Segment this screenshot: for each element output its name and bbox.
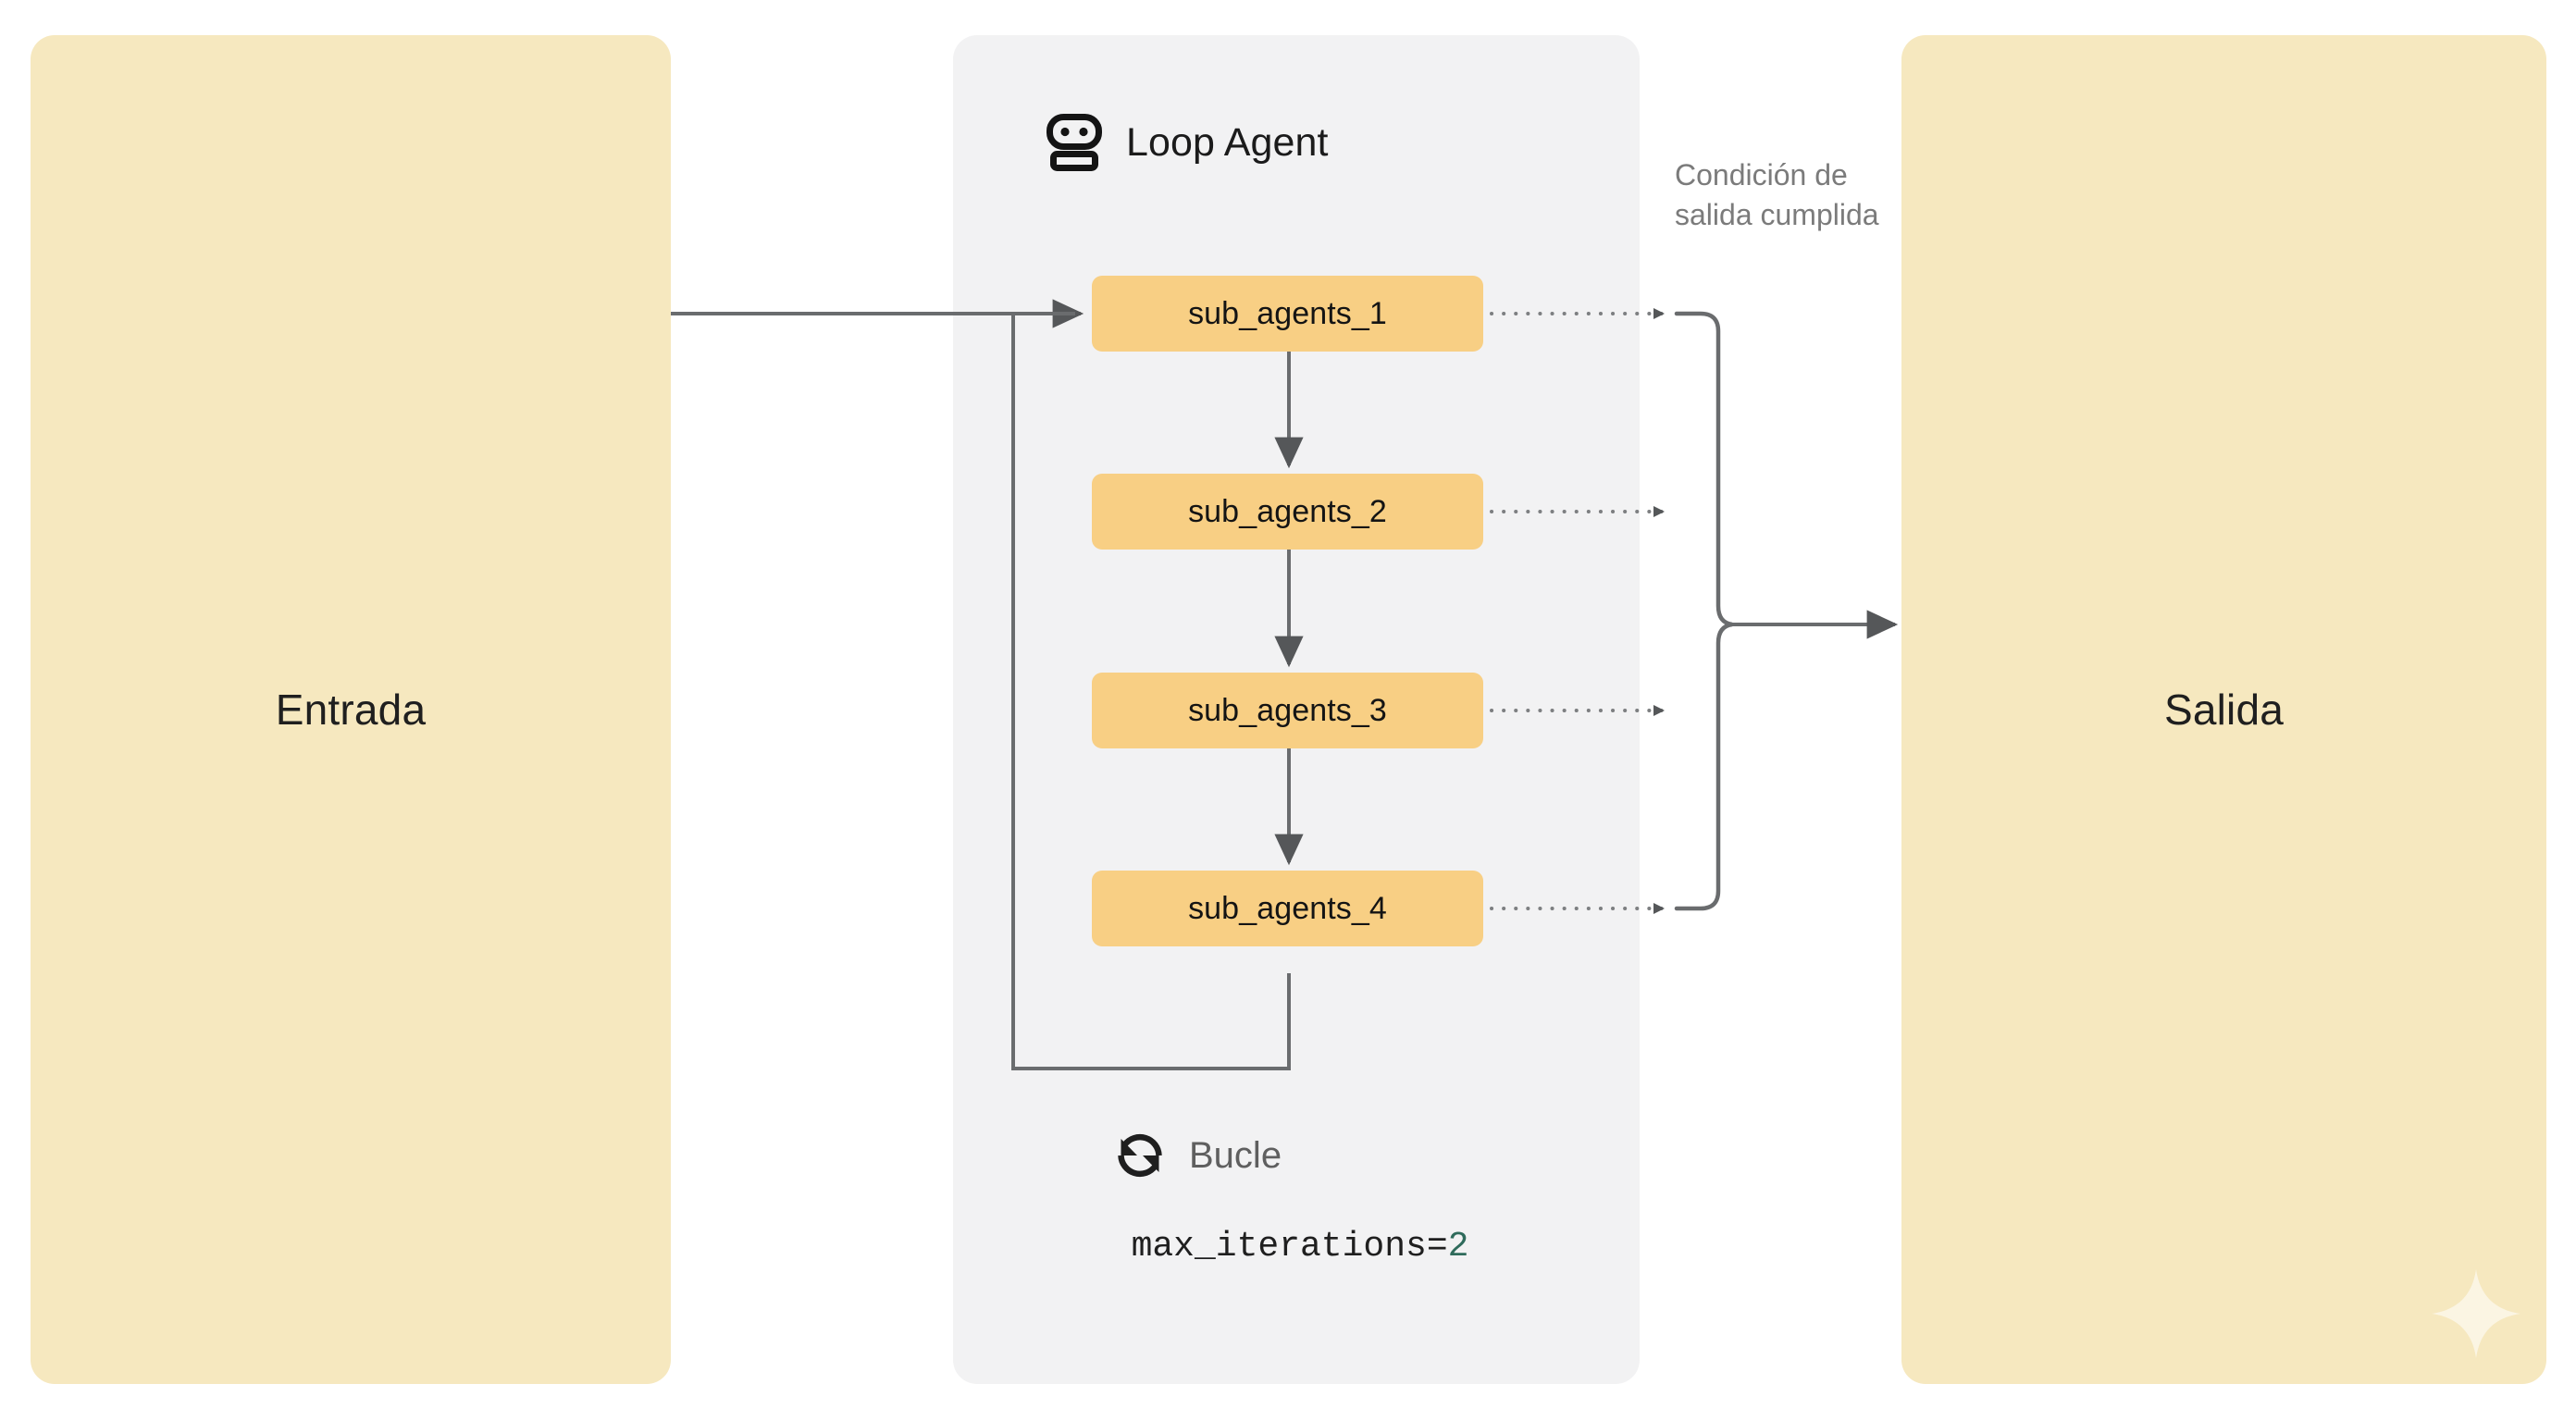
exit-bracket	[1674, 311, 1733, 911]
max-iterations-key: max_iterations=	[1131, 1227, 1448, 1267]
sparkle-icon	[2432, 1269, 2520, 1358]
sub-agent-label: sub_agents_1	[1188, 295, 1387, 331]
sub-agent-label: sub_agents_3	[1188, 692, 1387, 728]
output-box[interactable]: Salida	[1901, 35, 2546, 1384]
exit-condition-label: Condición de salida cumplida	[1675, 158, 1879, 231]
loop-footer: Bucle	[1113, 1127, 1282, 1184]
refresh-loop-icon	[1118, 1133, 1162, 1178]
loop-agent-header: Loop Agent	[1046, 109, 1329, 176]
loop-agent-title: Loop Agent	[1126, 119, 1329, 165]
loop-footer-label: Bucle	[1189, 1134, 1282, 1176]
output-label: Salida	[2163, 686, 2285, 734]
input-box[interactable]: Entrada	[31, 35, 671, 1384]
input-label: Entrada	[275, 686, 427, 734]
sub-agent-label: sub_agents_2	[1188, 493, 1387, 529]
max-iterations-value: 2	[1447, 1227, 1469, 1267]
sub-agent-label: sub_agents_4	[1188, 890, 1387, 926]
sub-agent-box-4[interactable]: sub_agents_4	[1092, 871, 1483, 946]
max-iterations-text: max_iterations=2	[1036, 1227, 1564, 1267]
sub-agent-box-3[interactable]: sub_agents_3	[1092, 673, 1483, 748]
sub-agent-box-1[interactable]: sub_agents_1	[1092, 276, 1483, 352]
sub-agent-box-2[interactable]: sub_agents_2	[1092, 474, 1483, 550]
robot-icon	[1046, 114, 1102, 171]
